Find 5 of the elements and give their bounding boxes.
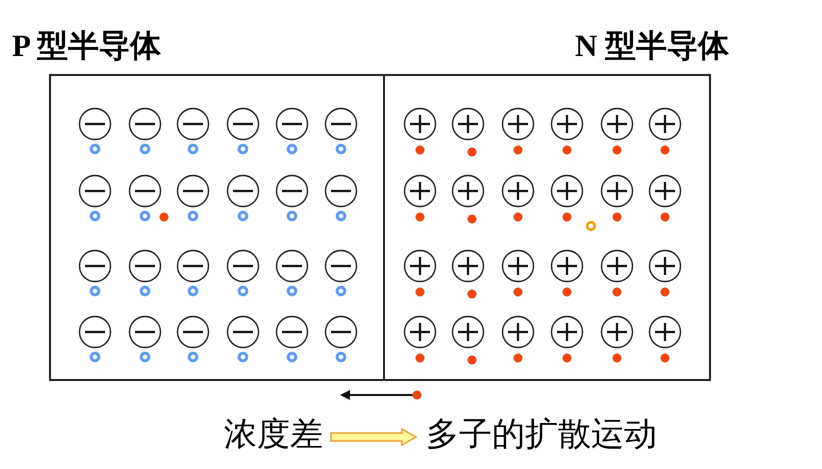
caption-text: 多子的扩散运动: [426, 412, 657, 456]
block-arrow: [330, 428, 418, 446]
region-heading: P 型半导体: [12, 27, 161, 65]
region-heading: N 型半导体: [575, 27, 730, 65]
caption-text: 浓度差: [224, 412, 323, 456]
